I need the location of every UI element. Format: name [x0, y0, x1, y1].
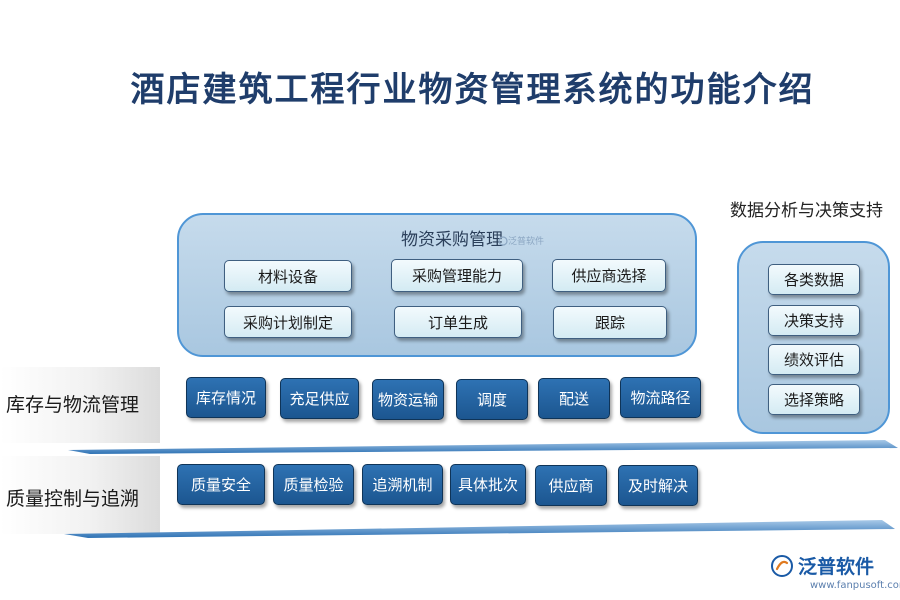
quality-item-resolve[interactable]: 及时解决 [618, 465, 698, 506]
quality-item-inspection[interactable]: 质量检验 [273, 464, 354, 505]
quality-item-supplier[interactable]: 供应商 [535, 465, 607, 506]
watermark-text: 泛普软件 [508, 237, 545, 247]
procurement-item-plan[interactable]: 采购计划制定 [224, 306, 352, 338]
procurement-item-supplier-selection[interactable]: 供应商选择 [552, 259, 666, 292]
procurement-item-order[interactable]: 订单生成 [394, 306, 522, 338]
procurement-item-capability[interactable]: 采购管理能力 [391, 259, 523, 292]
procurement-panel-title: 物资采购管理 [401, 230, 503, 250]
inventory-item-transport[interactable]: 物资运输 [372, 379, 444, 420]
inventory-item-dispatch[interactable]: 调度 [456, 379, 528, 420]
decision-item-evaluation[interactable]: 绩效评估 [768, 344, 860, 375]
quality-item-batch[interactable]: 具体批次 [450, 464, 526, 505]
watermark: 泛普软件 [498, 234, 544, 247]
logo-url: www.fanpusoft.com [810, 580, 900, 591]
decision-panel-title: 数据分析与决策支持 [730, 201, 883, 221]
decision-item-support[interactable]: 决策支持 [768, 305, 860, 336]
fanpu-logo-icon [771, 554, 793, 577]
inventory-item-route[interactable]: 物流路径 [620, 377, 701, 418]
decision-item-strategy[interactable]: 选择策略 [768, 384, 860, 415]
inventory-item-supply[interactable]: 充足供应 [280, 378, 359, 419]
inventory-item-stock[interactable]: 库存情况 [186, 377, 266, 418]
page-title: 酒店建筑工程行业物资管理系统的功能介绍 [130, 70, 815, 110]
logo-text: 泛普软件 [798, 556, 875, 578]
decision-item-data[interactable]: 各类数据 [768, 264, 860, 295]
inventory-row-label: 库存与物流管理 [6, 394, 140, 416]
procurement-item-tracking[interactable]: 跟踪 [553, 306, 667, 339]
watermark-logo-icon [498, 235, 508, 246]
quality-row-label: 质量控制与追溯 [6, 488, 140, 510]
procurement-item-materials[interactable]: 材料设备 [224, 260, 352, 292]
quality-label-background [0, 456, 160, 534]
inventory-item-delivery[interactable]: 配送 [538, 378, 610, 419]
inventory-shelf [68, 440, 898, 454]
quality-shelf [64, 520, 895, 538]
fanpu-logo: 泛普软件 [770, 552, 874, 579]
inventory-label-background [0, 367, 160, 443]
quality-item-safety[interactable]: 质量安全 [177, 464, 265, 505]
quality-item-traceability[interactable]: 追溯机制 [362, 464, 443, 505]
